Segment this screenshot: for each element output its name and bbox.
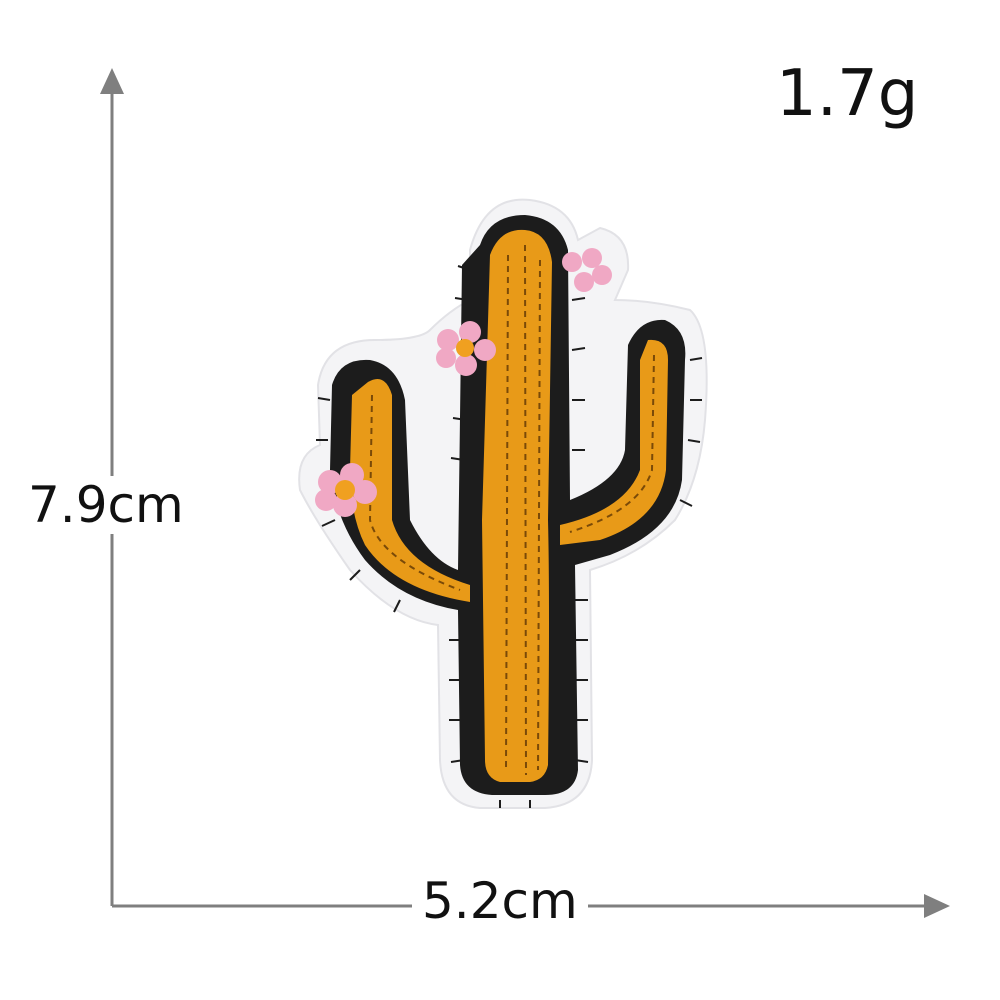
- height-arrowhead: [100, 68, 124, 94]
- width-label: 5.2cm: [412, 876, 588, 926]
- cactus-right-arm: [560, 339, 668, 545]
- cactus-patch-image: [298, 198, 708, 809]
- cactus-left-arm: [350, 378, 470, 602]
- cactus-trunk: [482, 229, 552, 782]
- pink-flower-left: [315, 463, 377, 517]
- cactus-spikes: [316, 265, 703, 808]
- weight-label: 1.7g: [776, 57, 919, 131]
- height-label: 7.9cm: [28, 476, 184, 534]
- width-arrowhead: [924, 894, 950, 918]
- pink-flower-middle: [436, 321, 496, 376]
- pink-flower-top: [562, 248, 612, 292]
- stitch-lines: [368, 244, 655, 776]
